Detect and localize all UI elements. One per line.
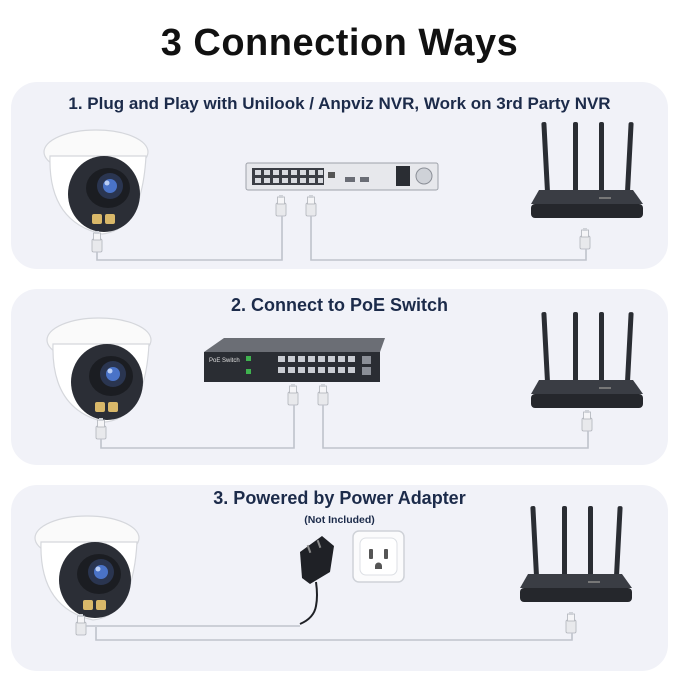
ethernet-plug-icon [95, 383, 593, 440]
camera-icon [43, 129, 149, 235]
switch-brand-label: PoE Switch [209, 358, 240, 364]
poe-switch-icon: PoE Switch [204, 338, 385, 382]
router-icon [531, 311, 643, 408]
ethernet-plug-icon [75, 611, 577, 636]
not-included-note: (Not Included) [304, 514, 375, 526]
router-icon [520, 505, 632, 602]
camera-icon [46, 317, 152, 423]
wall-outlet-icon [352, 530, 405, 583]
cable-lines [96, 216, 587, 261]
page-title: 3 Connection Ways [160, 22, 519, 64]
power-adapter-icon [299, 536, 334, 625]
cable-lines [100, 405, 589, 449]
method-1-title: 1. Plug and Play with Unilook / Anpviz N… [68, 94, 611, 113]
nvr-icon [245, 162, 439, 191]
cable-lines [86, 625, 573, 641]
camera-icon [34, 515, 140, 621]
router-icon [531, 121, 643, 218]
ethernet-plug-icon [91, 194, 591, 253]
method-2-title: 2. Connect to PoE Switch [230, 295, 449, 315]
method-3-title: 3. Powered by Power Adapter [213, 488, 466, 508]
